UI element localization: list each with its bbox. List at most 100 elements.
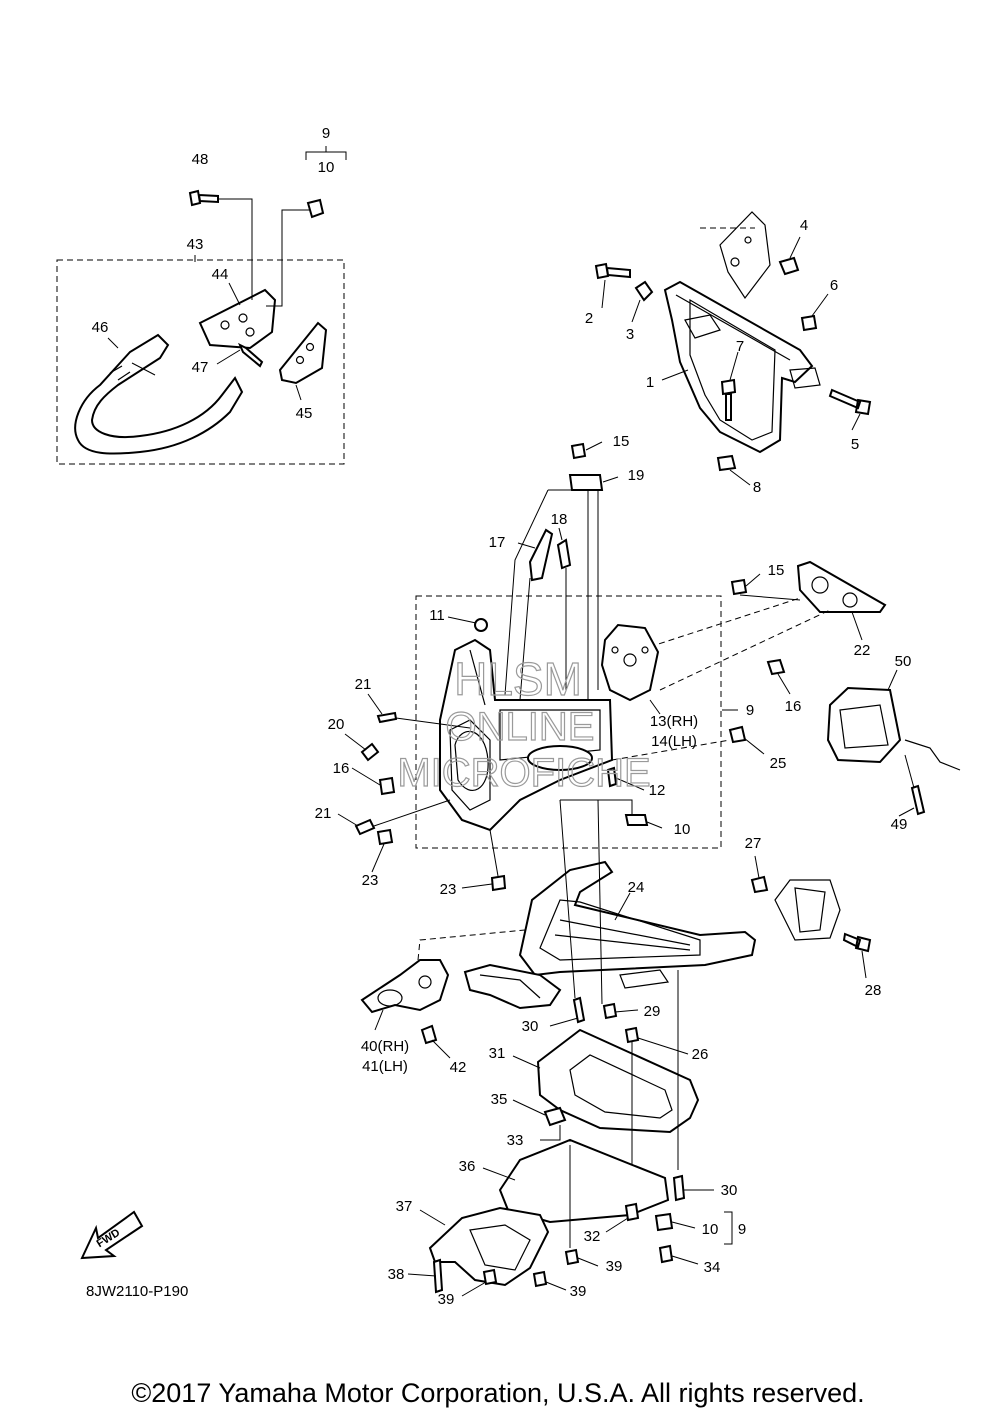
callout: 16: [785, 698, 802, 715]
callout: 2: [585, 310, 593, 327]
callout: 14(LH): [651, 733, 697, 750]
watermark-line-3: MICROFICHE: [397, 751, 650, 795]
callout: 27: [745, 835, 762, 852]
diagram-code: 8JW2110-P190: [86, 1283, 188, 1300]
callout: 42: [450, 1059, 467, 1076]
callout: 12: [649, 782, 666, 799]
bumper-bracket-45: [278, 321, 328, 385]
clip-10-mid: [624, 814, 649, 826]
callout: 10: [318, 159, 335, 176]
nut-3: [634, 280, 654, 302]
plate-17: [528, 528, 554, 582]
callout: 10: [674, 821, 691, 838]
callout: 24: [628, 879, 645, 896]
clip-42: [420, 1024, 438, 1045]
callout: 29: [644, 1003, 661, 1020]
bolt-38: [432, 1258, 444, 1294]
callout: 39: [438, 1291, 455, 1308]
nut-4: [778, 256, 800, 276]
panel-50: [826, 686, 902, 764]
callout: 31: [489, 1045, 506, 1062]
callout: 15: [613, 433, 630, 450]
clip-35: [543, 1106, 567, 1127]
callout: 17: [489, 534, 506, 551]
callout: 21: [315, 805, 332, 822]
watermark-line-2: ONLINE: [446, 705, 595, 749]
callout: 30: [721, 1182, 738, 1199]
bolt-15-top: [570, 442, 587, 460]
callout: 20: [328, 716, 345, 733]
callout: 30: [522, 1018, 539, 1035]
bolt-26: [624, 1026, 640, 1044]
nut-25: [728, 725, 747, 744]
nut-27: [750, 875, 769, 894]
bolt-30-lower: [672, 1174, 686, 1202]
bumper-tube: [74, 333, 244, 455]
bolt-29: [602, 1002, 618, 1020]
callout: 36: [459, 1158, 476, 1175]
callout: 13(RH): [650, 713, 698, 730]
callout: 46: [92, 319, 109, 336]
callout: 5: [851, 436, 859, 453]
callout: 23: [440, 881, 457, 898]
callout: 8: [753, 479, 761, 496]
steering-column-top: [527, 745, 593, 771]
callout: 45: [296, 405, 313, 422]
callout: 26: [692, 1046, 709, 1063]
screw-49: [910, 784, 926, 816]
callout: 33: [507, 1132, 524, 1149]
callout: 40(RH): [361, 1038, 409, 1055]
lower-frame-assembly: [360, 799, 757, 1297]
callout: 23: [362, 872, 379, 889]
bolt-28: [842, 932, 872, 953]
fwd-arrow-icon: [80, 1210, 144, 1260]
bolt-7: [720, 378, 737, 421]
callout: 9: [738, 1221, 746, 1238]
bracket-19: [568, 474, 604, 491]
callout: 16: [333, 760, 350, 777]
skid-plate-31: [536, 1028, 700, 1134]
callout: 44: [212, 266, 229, 283]
bolt-15-mid: [730, 578, 748, 596]
rivet-21-lower: [354, 818, 376, 836]
bolt-30-upper: [572, 996, 586, 1024]
callout: 43: [187, 236, 204, 253]
upper-frame-1: [663, 280, 814, 454]
callout: 1: [646, 374, 654, 391]
bolt-48: [188, 189, 219, 207]
callout: 39: [570, 1283, 587, 1300]
callout: 4: [800, 217, 808, 234]
dashed-group-box-43: [56, 259, 345, 465]
callout: 25: [770, 755, 787, 772]
callout: 48: [192, 151, 209, 168]
plate-22: [796, 560, 887, 613]
callout: 38: [388, 1266, 405, 1283]
bolt-47: [238, 342, 264, 368]
callout: 35: [491, 1091, 508, 1108]
plate-36: [498, 1138, 670, 1224]
callout: 34: [704, 1259, 721, 1276]
callout: 28: [865, 982, 882, 999]
bracket-40-41: [360, 959, 450, 1014]
callout: 47: [192, 359, 209, 376]
clip-12: [606, 766, 618, 788]
right-side-parts: [750, 669, 961, 979]
guard-37: [428, 1206, 550, 1287]
callout: 50: [895, 653, 912, 670]
bumper-assembly-group: [56, 146, 347, 465]
copyright-notice: ©2017 Yamaha Motor Corporation, U.S.A. A…: [131, 1378, 864, 1408]
callout: 49: [891, 816, 908, 833]
callout: 3: [626, 326, 634, 343]
callout: 32: [584, 1228, 601, 1245]
screw-39-b: [482, 1268, 498, 1286]
callout: 41(LH): [362, 1058, 408, 1075]
bolt-5: [828, 388, 872, 416]
bumper-bracket-44: [198, 288, 277, 350]
nut-8: [716, 454, 737, 472]
callout: 6: [830, 277, 838, 294]
bolt-34: [658, 1244, 674, 1264]
nut-6: [800, 314, 818, 332]
lower-frame-24: [518, 860, 757, 977]
watermark: HLSM ONLINE MICROFICHE: [397, 652, 652, 795]
